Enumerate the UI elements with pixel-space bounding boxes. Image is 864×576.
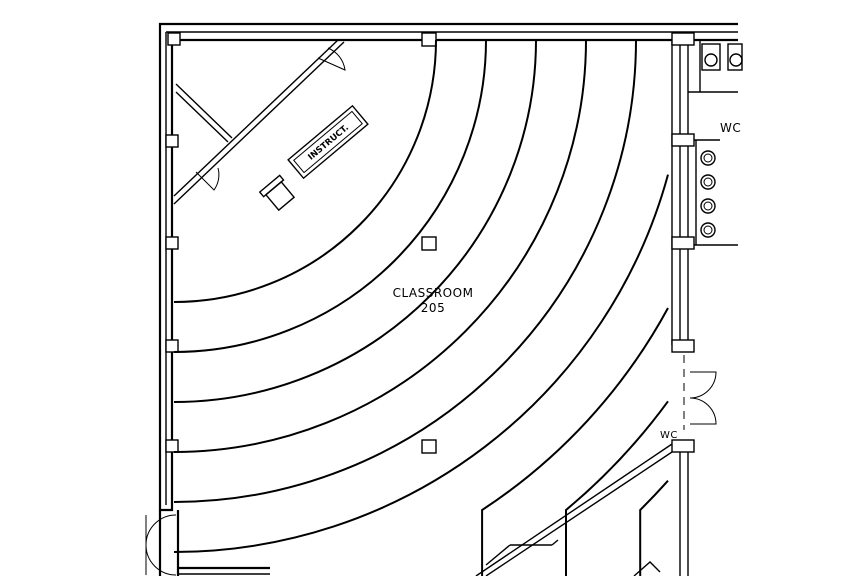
column <box>421 32 437 47</box>
column <box>671 339 695 353</box>
instructor-desk: INSTRUCT. <box>287 104 369 180</box>
column <box>165 339 179 353</box>
door-swing-east <box>689 397 717 425</box>
seating-row <box>173 39 637 503</box>
column <box>421 439 437 454</box>
seating-row <box>173 39 537 403</box>
column <box>165 134 179 148</box>
column <box>421 236 437 251</box>
column <box>165 439 179 453</box>
classroom-name-label: CLASSROOM <box>393 286 474 300</box>
instructor-area: INSTRUCT. <box>173 39 369 212</box>
seating-row <box>565 400 669 576</box>
sink <box>700 198 716 214</box>
sink <box>700 150 716 166</box>
exterior-walls <box>158 22 738 576</box>
east-partition-wall <box>671 40 738 576</box>
instructor-chair <box>258 174 296 212</box>
column <box>671 439 695 453</box>
sink <box>700 174 716 190</box>
restroom-label: WC <box>720 121 741 135</box>
seating-row <box>481 307 669 576</box>
column <box>671 32 695 46</box>
small-room-label: WC <box>660 430 678 441</box>
structural-columns <box>165 32 695 454</box>
restroom-fixtures <box>700 43 743 238</box>
column <box>671 236 695 250</box>
classroom-number-label: 205 <box>421 301 445 315</box>
doors <box>145 371 717 576</box>
column <box>167 32 181 46</box>
column <box>671 133 695 147</box>
seating-row <box>173 39 437 303</box>
sink <box>700 222 716 238</box>
door-swing-southwest <box>145 544 177 576</box>
seating-row <box>173 39 587 453</box>
door-swing-southwest <box>145 514 177 546</box>
column <box>165 236 179 250</box>
door-swing-east <box>689 371 717 399</box>
seating-rows <box>173 39 669 576</box>
seating-row <box>173 174 669 553</box>
seating-row <box>639 480 669 576</box>
seating-row <box>173 39 487 353</box>
corridor-walls <box>475 443 673 576</box>
